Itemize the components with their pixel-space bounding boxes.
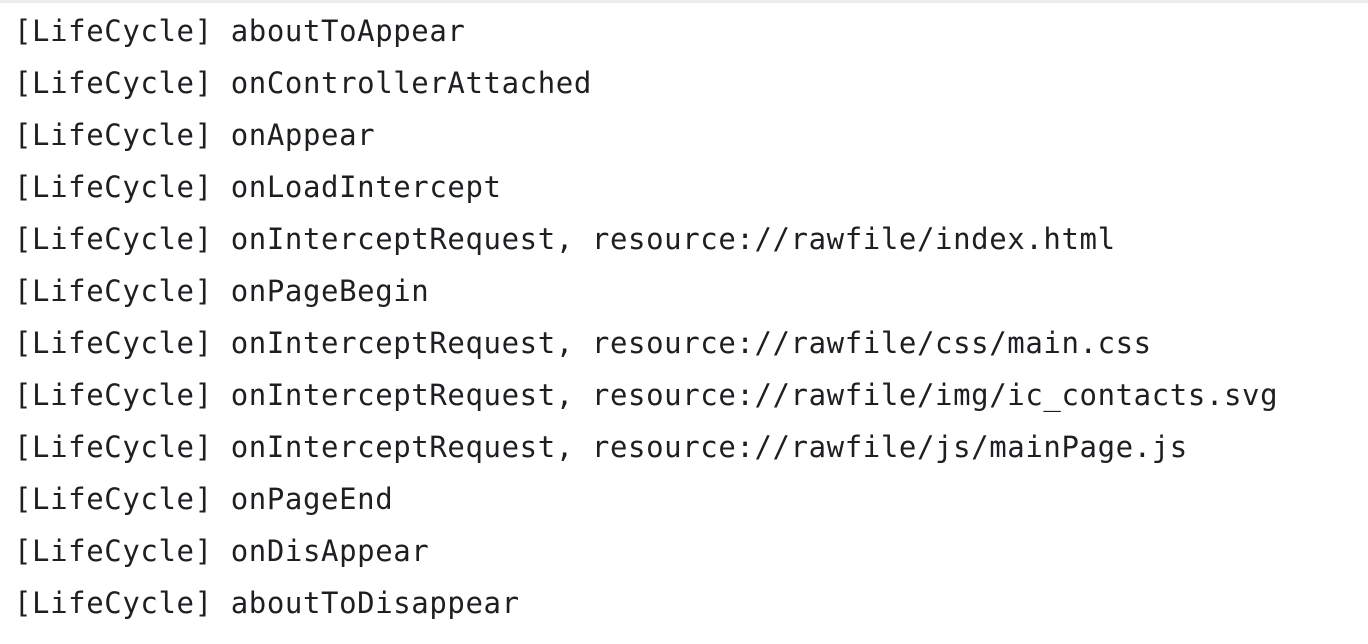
log-line: [LifeCycle] onPageEnd (14, 482, 394, 516)
log-line: [LifeCycle] onInterceptRequest, resource… (14, 326, 1152, 360)
log-line: [LifeCycle] onInterceptRequest, resource… (14, 378, 1279, 412)
log-line: [LifeCycle] onAppear (14, 118, 376, 152)
log-line: [LifeCycle] onDisAppear (14, 534, 430, 568)
log-line: [LifeCycle] onLoadIntercept (14, 170, 502, 204)
log-line: [LifeCycle] onPageBegin (14, 274, 430, 308)
log-line: [LifeCycle] aboutToAppear (14, 14, 466, 48)
console-log-output: [LifeCycle] aboutToAppear [LifeCycle] on… (0, 3, 1368, 633)
log-line: [LifeCycle] aboutToDisappear (14, 586, 520, 620)
log-line: [LifeCycle] onControllerAttached (14, 66, 592, 100)
log-line: [LifeCycle] onInterceptRequest, resource… (14, 430, 1188, 464)
log-line: [LifeCycle] onInterceptRequest, resource… (14, 222, 1116, 256)
